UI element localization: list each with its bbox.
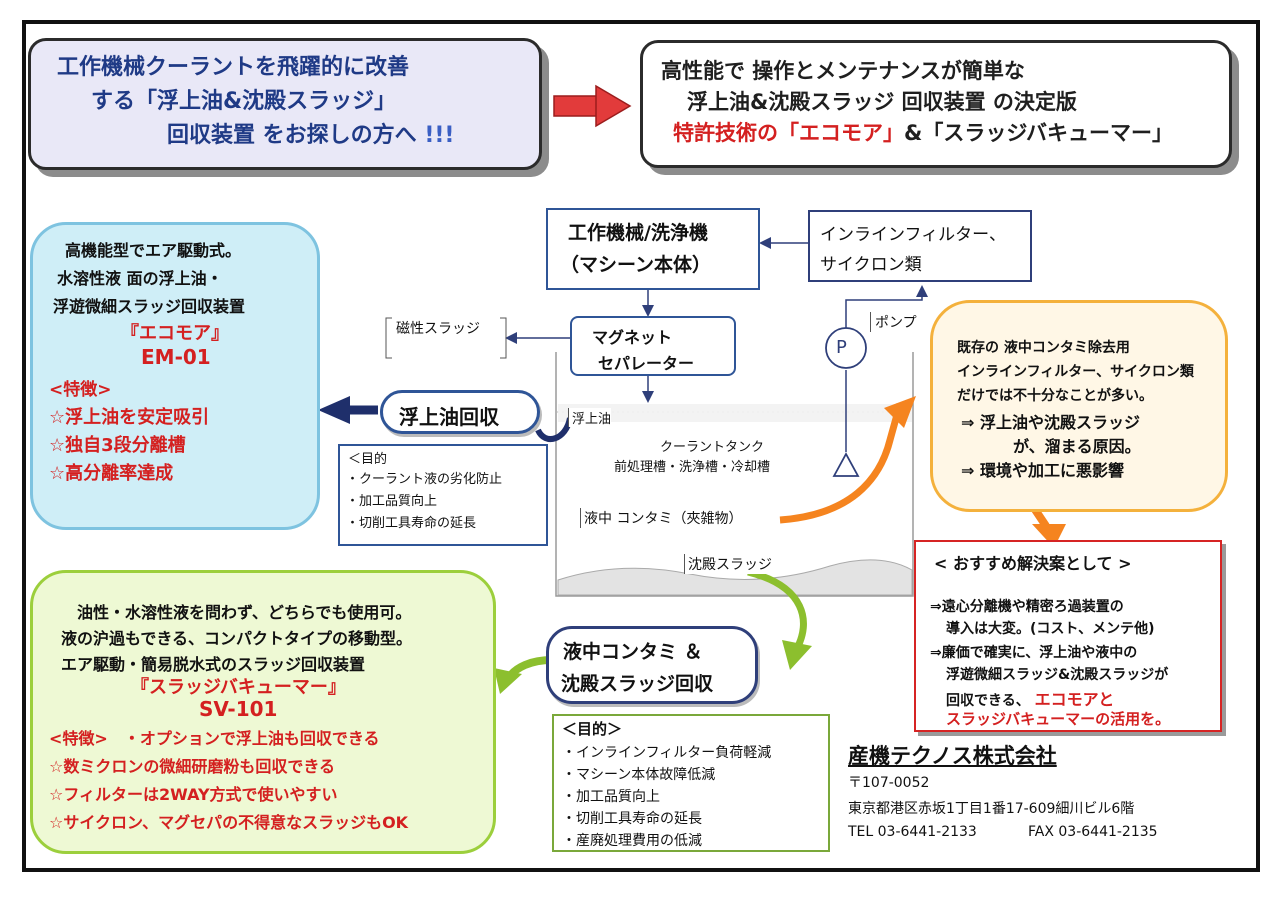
vacuumer-feature-3: ☆サイクロン、マグセパの不得意なスラッジもOK bbox=[49, 813, 409, 832]
vacuumer-feature-2: ☆フィルターは2WAY方式で使いやすい bbox=[49, 785, 338, 804]
machine-line2: （マシーン本体） bbox=[560, 254, 712, 276]
recommend-line1: ⇒遠心分離機や精密ろ過装置の bbox=[930, 599, 1124, 615]
header-right-line3: 特許技術の「エコモア」&「スラッジバキューマー」 bbox=[673, 121, 1174, 145]
ecomore-feature-3: ☆高分離率達成 bbox=[49, 463, 174, 484]
contam-purpose-4: ・切削工具寿命の延長 bbox=[562, 811, 702, 827]
oil-purpose-3: ・切削工具寿命の延長 bbox=[346, 516, 477, 531]
oil-purpose-2: ・加工品質向上 bbox=[346, 494, 438, 509]
pump-symbol: P bbox=[836, 337, 847, 358]
oil-recovery-label: 浮上油回収 bbox=[399, 405, 499, 429]
header-right-box: 高性能で 操作とメンテナンスが簡単な 浮上油&沈殿スラッジ 回収装置 の決定版 … bbox=[640, 40, 1232, 168]
header-left-line3: 回収装置 をお探しの方へ !!! bbox=[167, 123, 455, 148]
inline-line1: インラインフィルター、 bbox=[820, 225, 1006, 245]
recommend-title: < おすすめ解決案として > bbox=[934, 554, 1132, 573]
machine-box: 工作機械/洗浄機 （マシーン本体） bbox=[546, 208, 760, 290]
vacuumer-line3: エア駆動・簡易脱水式のスラッジ回収装置 bbox=[61, 655, 366, 674]
magnet-separator-box: マグネット セパレーター bbox=[570, 316, 736, 376]
contam-purpose-3: ・加工品質向上 bbox=[562, 789, 660, 805]
existing-line1: 既存の 液中コンタミ除去用 bbox=[957, 340, 1130, 356]
ecomore-bubble: 高機能型でエア駆動式。 水溶性液 面の浮上油・ 浮遊微細スラッジ回収装置 『エコ… bbox=[30, 222, 320, 530]
ecomore-line1: 高機能型でエア駆動式。 bbox=[65, 241, 242, 260]
company-zip: 〒107-0052 bbox=[848, 775, 930, 791]
recommend-line4: 浮遊微細スラッジ&沈殿スラッジが bbox=[946, 667, 1169, 683]
ecomore-name: 『エコモア』 bbox=[121, 323, 229, 344]
header-left-accent: !!! bbox=[424, 123, 455, 148]
vacuumer-model: SV-101 bbox=[199, 697, 278, 721]
contam-purpose-5: ・産廃処理費用の低減 bbox=[562, 833, 702, 849]
existing-line6: ⇒ 環境や加工に悪影響 bbox=[961, 461, 1124, 480]
tank-line1: クーラントタンク bbox=[660, 440, 765, 455]
vacuumer-line1: 油性・水溶性液を問わず、どちらでも使用可。 bbox=[77, 603, 412, 622]
existing-line2: インラインフィルター、サイクロン類 bbox=[957, 364, 1194, 380]
company-fax: FAX 03-6441-2135 bbox=[1028, 824, 1158, 840]
oil-purpose-box: ＜目的 ・クーラント液の劣化防止 ・加工品質向上 ・切削工具寿命の延長 bbox=[338, 444, 548, 546]
oil-purpose-1: ・クーラント液の劣化防止 bbox=[346, 472, 503, 487]
existing-line3: だけでは不十分なことが多い。 bbox=[957, 388, 1153, 404]
ecomore-feature-1: ☆浮上油を安定吸引 bbox=[49, 407, 210, 428]
magnet-line1: マグネット bbox=[592, 328, 673, 347]
recommend-line5: 回収できる、 エコモアと bbox=[946, 690, 1115, 709]
contam-recovery-pill: 液中コンタミ ＆ 沈殿スラッジ回収 bbox=[546, 626, 758, 704]
magnet-line2: セパレーター bbox=[598, 354, 695, 373]
existing-bubble: 既存の 液中コンタミ除去用 インラインフィルター、サイクロン類 だけでは不十分な… bbox=[930, 300, 1228, 512]
contam-purpose-1: ・インラインフィルター負荷軽減 bbox=[562, 745, 772, 761]
company-tel: TEL 03-6441-2133 bbox=[848, 824, 977, 840]
oil-recovery-pill: 浮上油回収 bbox=[380, 390, 540, 434]
vacuumer-bubble: 油性・水溶性液を問わず、どちらでも使用可。 液の沪過もできる、コンパクトタイプの… bbox=[30, 570, 496, 854]
recommend-box: < おすすめ解決案として > ⇒遠心分離機や精密ろ過装置の 導入は大変。(コスト… bbox=[914, 540, 1222, 732]
vacuumer-feature-1: ☆数ミクロンの微細研磨粉も回収できる bbox=[49, 757, 336, 776]
contam-purpose-2: ・マシーン本体故障低減 bbox=[562, 767, 716, 783]
oil-purpose-title: ＜目的 bbox=[348, 452, 388, 467]
ecomore-model: EM-01 bbox=[141, 345, 211, 369]
magnetic-sludge-label: 磁性スラッジ bbox=[396, 321, 480, 337]
recommend-line3: ⇒廉価で確実に、浮上油や液中の bbox=[930, 645, 1138, 661]
header-left-box: 工作機械クーラントを飛躍的に改善 する「浮上油&沈殿スラッジ」 回収装置 をお探… bbox=[28, 38, 542, 170]
contam-purpose-box: ＜目的＞ ・インラインフィルター負荷軽減 ・マシーン本体故障低減 ・加工品質向上… bbox=[552, 714, 830, 852]
contam-tag: 液中 コンタミ（夾雑物） bbox=[580, 508, 742, 528]
vacuumer-name: 『スラッジバキューマー』 bbox=[131, 677, 346, 698]
recommend-line2: 導入は大変。(コスト、メンテ他) bbox=[946, 621, 1155, 637]
company-address: 東京都港区赤坂1丁目1番17-609細川ビル6階 bbox=[848, 801, 1135, 817]
recommend-line6: スラッジバキューマーの活用を。 bbox=[946, 710, 1171, 728]
inline-line2: サイクロン類 bbox=[820, 255, 922, 275]
contam-purpose-title: ＜目的＞ bbox=[562, 720, 623, 738]
ecomore-feature-head: <特徴> bbox=[49, 380, 112, 400]
sediment-tag: 沈殿スラッジ bbox=[684, 554, 772, 574]
inline-filter-box: インラインフィルター、 サイクロン類 bbox=[808, 210, 1032, 282]
header-arrow bbox=[553, 84, 632, 128]
vacuumer-feature-head: <特徴> ・オプションで浮上油も回収できる bbox=[49, 729, 380, 748]
machine-line1: 工作機械/洗浄機 bbox=[568, 222, 708, 244]
existing-line5: が、溜まる原因。 bbox=[1013, 437, 1141, 456]
contam-recovery-line1: 液中コンタミ ＆ bbox=[563, 641, 703, 663]
company-name: 産機テクノス株式会社 bbox=[848, 744, 1057, 768]
tank-line2: 前処理槽・洗浄槽・冷却槽 bbox=[614, 460, 771, 475]
header-left-line1: 工作機械クーラントを飛躍的に改善 bbox=[57, 55, 410, 80]
ecomore-line2: 水溶性液 面の浮上油・ bbox=[57, 269, 223, 288]
page-frame bbox=[22, 20, 1260, 872]
vacuumer-line2: 液の沪過もできる、コンパクトタイプの移動型。 bbox=[61, 629, 413, 648]
header-right-line2: 浮上油&沈殿スラッジ 回収装置 の決定版 bbox=[687, 90, 1077, 114]
contam-recovery-line2: 沈殿スラッジ回収 bbox=[561, 673, 714, 695]
header-right-line1: 高性能で 操作とメンテナンスが簡単な bbox=[661, 59, 1025, 83]
header-left-line2: する「浮上油&沈殿スラッジ」 bbox=[91, 89, 397, 114]
floating-oil-tag: 浮上油 bbox=[568, 408, 612, 427]
ecomore-line3: 浮遊微細スラッジ回収装置 bbox=[53, 297, 246, 316]
pump-label: ポンプ bbox=[870, 312, 917, 332]
existing-line4: ⇒ 浮上油や沈殿スラッジ bbox=[961, 413, 1140, 432]
ecomore-feature-2: ☆独自3段分離槽 bbox=[49, 435, 186, 456]
